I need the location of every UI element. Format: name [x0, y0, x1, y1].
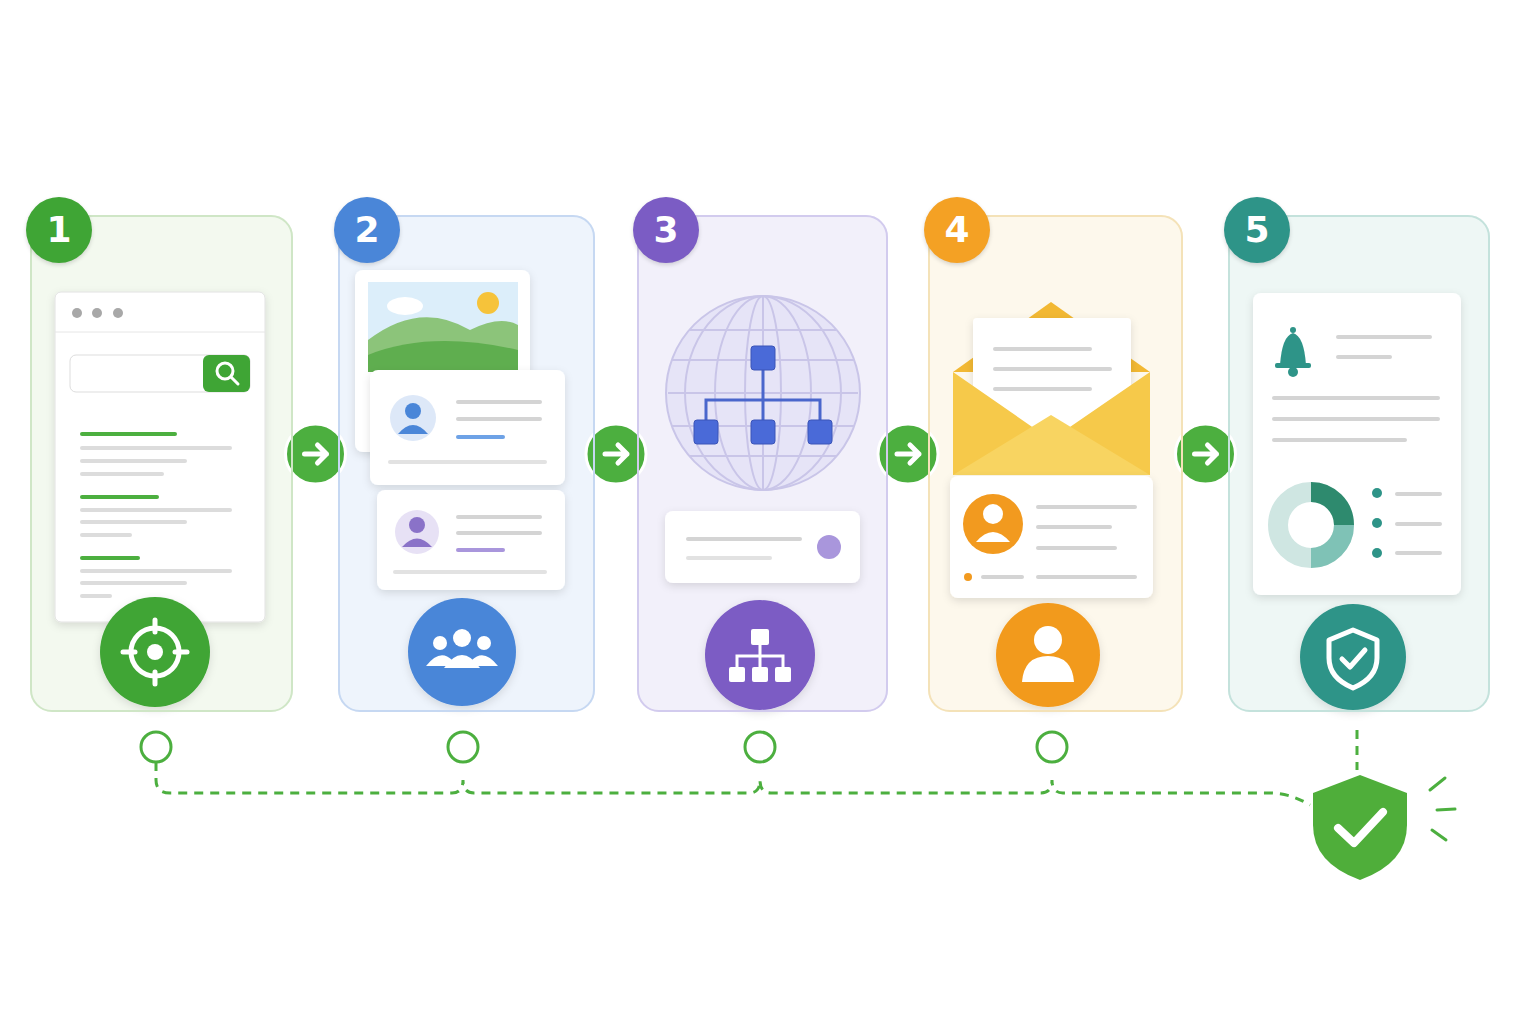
- step-card: 2: [338, 215, 595, 712]
- step-number: 4: [924, 197, 990, 263]
- step-card: 1: [30, 215, 293, 712]
- step-card: 4: [928, 215, 1183, 712]
- step-number: 2: [334, 197, 400, 263]
- step-number: 1: [26, 197, 92, 263]
- step-card: 3: [637, 215, 888, 712]
- step-number: 3: [633, 197, 699, 263]
- step-arrow: [1176, 424, 1236, 484]
- step-arrow: [286, 424, 346, 484]
- step-number: 5: [1224, 197, 1290, 263]
- step-card: 5: [1228, 215, 1490, 712]
